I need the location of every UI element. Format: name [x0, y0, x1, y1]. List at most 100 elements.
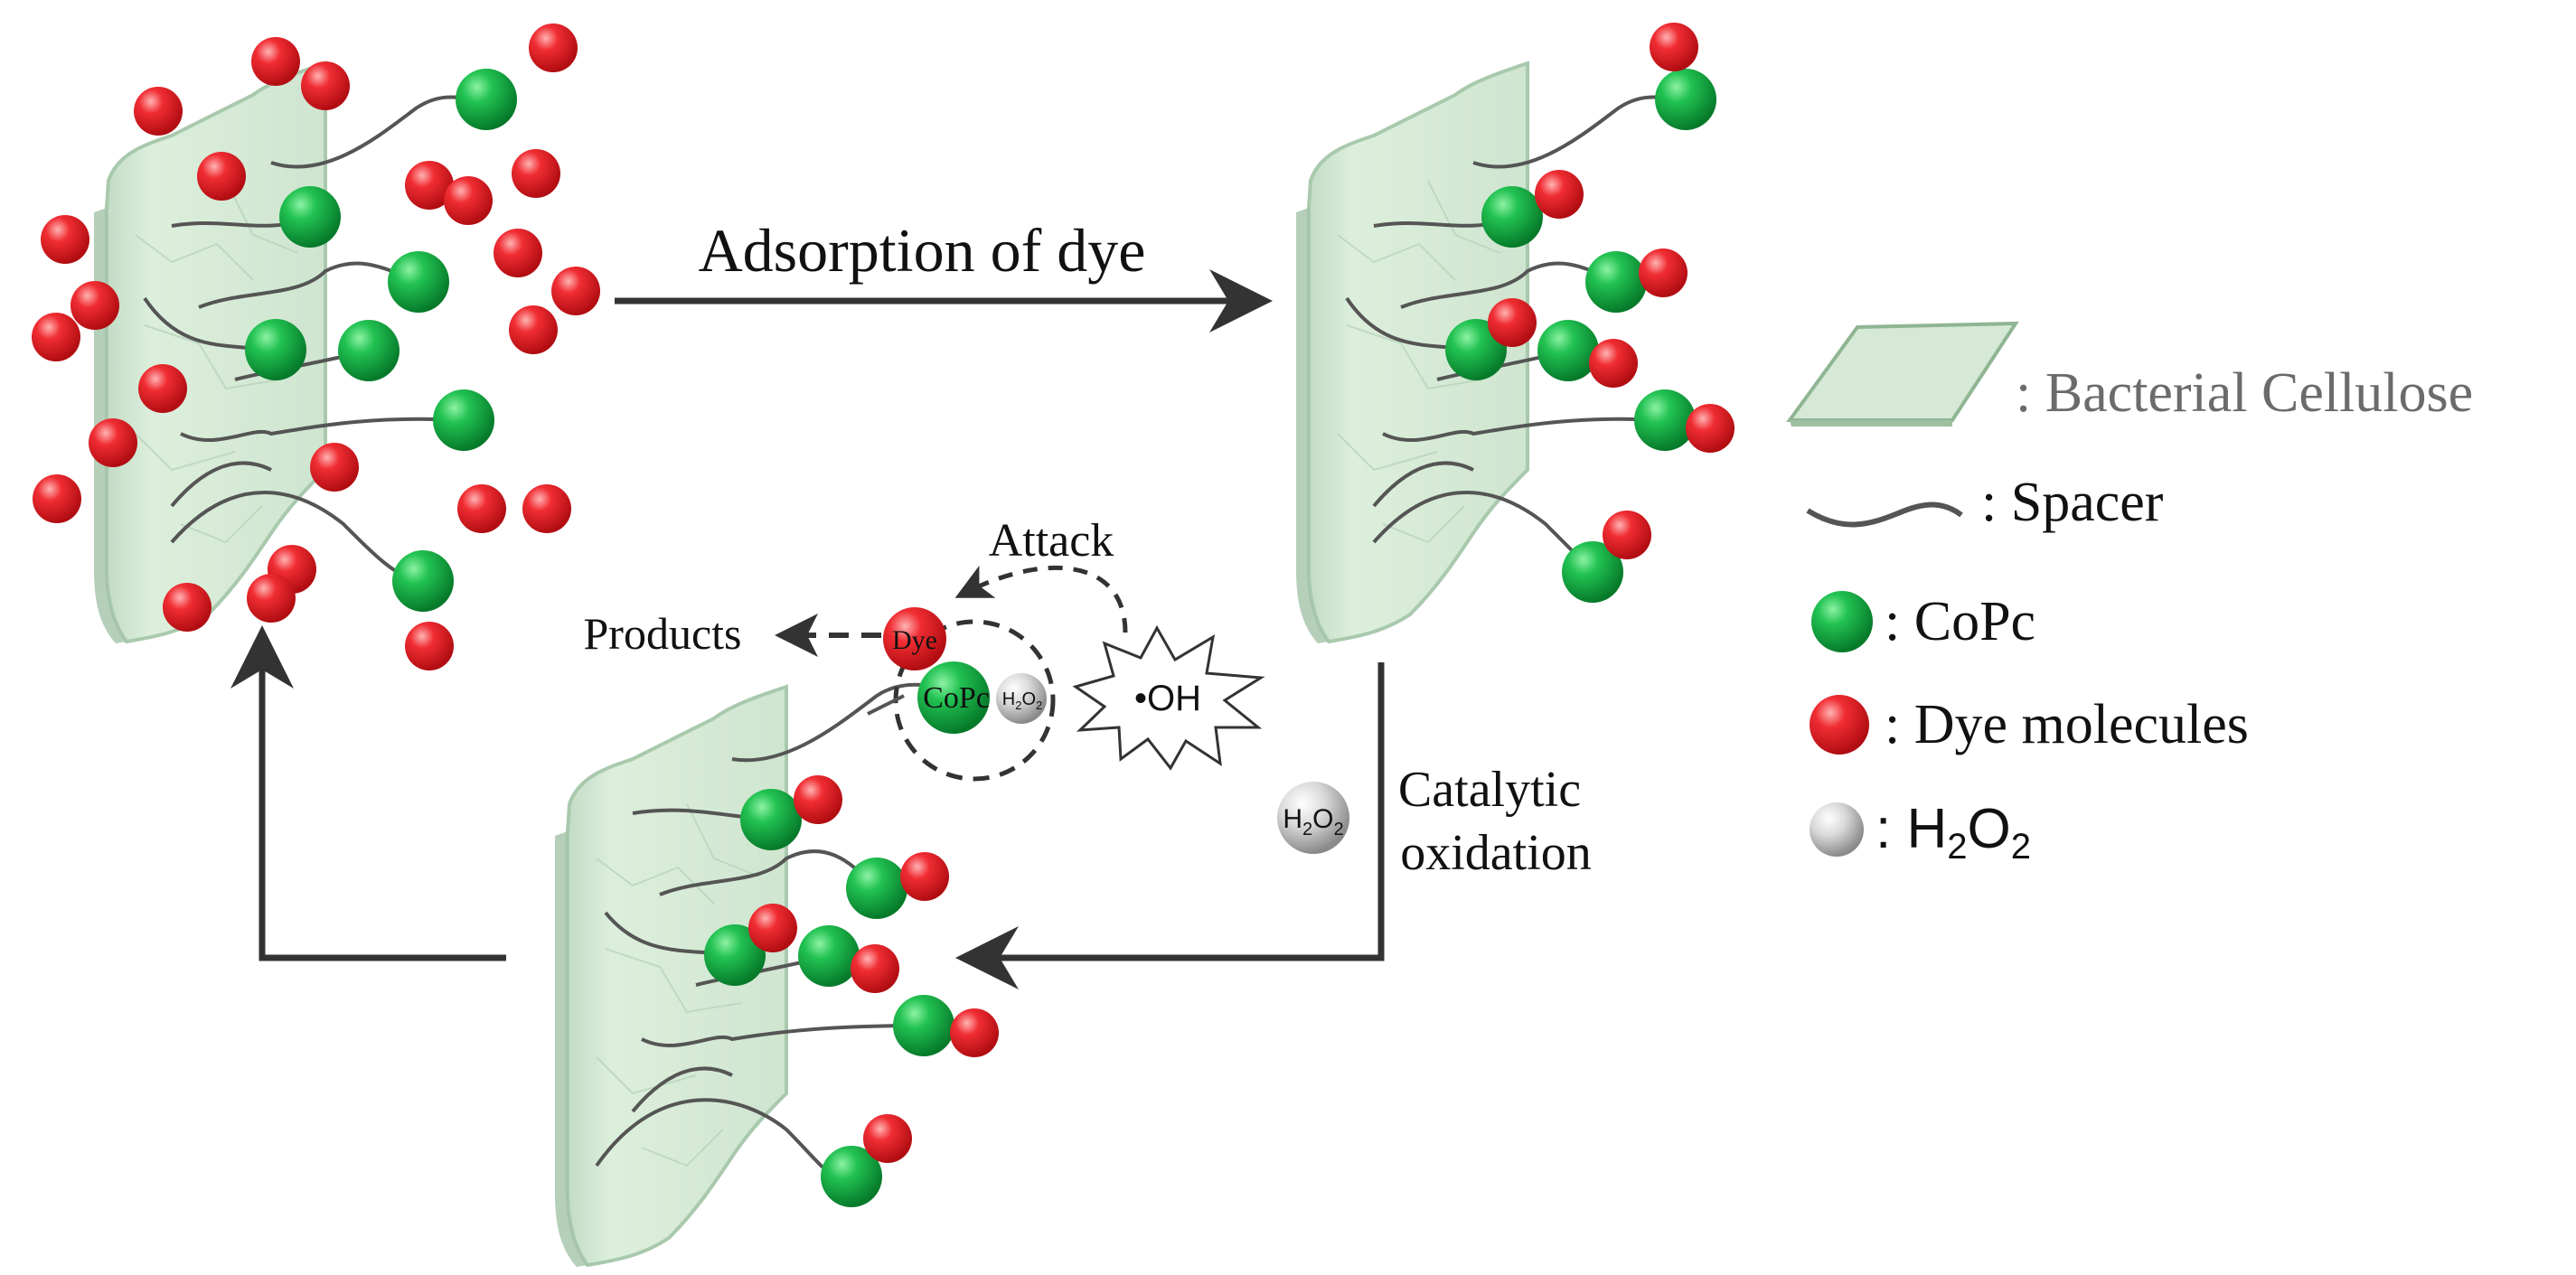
- dye-sphere: [444, 176, 493, 225]
- dye-group-3: [748, 775, 999, 1163]
- copc-sphere: [1655, 69, 1716, 130]
- copc-sphere: [392, 550, 454, 612]
- dye-sphere: [522, 484, 571, 533]
- copc-sphere-active: [917, 661, 990, 734]
- h2o2-tag: H2O2: [1002, 689, 1042, 712]
- dye-sphere: [494, 229, 542, 277]
- dye-sphere: [163, 583, 212, 632]
- dye-sphere: [1650, 23, 1698, 71]
- legend-label: : CoPc: [1885, 591, 2035, 652]
- dye-sphere: [310, 443, 359, 492]
- dye-sphere: [900, 852, 949, 901]
- dye-sphere-attacked: [883, 607, 946, 670]
- grey-sphere-icon: [1810, 802, 1864, 857]
- copc-sphere: [740, 789, 802, 850]
- legend-label: : Bacterial Cellulose: [2016, 362, 2473, 424]
- dye-tag: Dye: [892, 625, 937, 655]
- legend-label: : Spacer: [1981, 472, 2164, 533]
- dye-sphere: [1603, 511, 1651, 559]
- regeneration-arrow: [230, 625, 506, 961]
- dye-sphere: [851, 944, 899, 993]
- dye-sphere: [134, 87, 183, 136]
- dye-sphere: [41, 215, 89, 264]
- dye-sphere: [512, 149, 560, 198]
- panel-oxidation: [553, 682, 999, 1269]
- copc-sphere: [279, 186, 341, 248]
- dye-sphere: [1535, 170, 1584, 219]
- dye-sphere: [509, 305, 558, 354]
- copc-sphere: [821, 1146, 882, 1207]
- dye-sphere: [32, 313, 80, 361]
- dye-sphere: [1686, 404, 1735, 453]
- catalytic-oxidation-arrow: Catalytic oxidation H2O2: [955, 662, 1592, 989]
- dye-group-1: [32, 23, 600, 670]
- adsorption-arrow: Adsorption of dye: [615, 216, 1273, 333]
- copc-sphere: [245, 319, 306, 380]
- dye-sphere: [950, 1008, 999, 1057]
- panel-initial: [32, 23, 600, 670]
- copc-sphere: [1634, 389, 1696, 451]
- copc-sphere: [846, 858, 907, 919]
- copc-group-1: [245, 69, 517, 612]
- legend: : Bacterial Cellulose : Spacer : CoPc : …: [1786, 321, 2473, 867]
- products-label: Products: [584, 608, 742, 659]
- dye-sphere: [197, 152, 246, 201]
- dye-sphere: [71, 281, 119, 330]
- adsorption-label: Adsorption of dye: [699, 216, 1146, 285]
- dye-sphere: [748, 904, 797, 952]
- copc-sphere: [704, 924, 766, 986]
- h2o2-bubble-label: H2O2: [1283, 804, 1343, 839]
- legend-label: : H2O2: [1876, 798, 2031, 867]
- dye-sphere: [1488, 298, 1537, 347]
- legend-item-dye-molecules: : Dye molecules: [1810, 694, 2249, 755]
- spacer-line-icon: [1806, 502, 1963, 528]
- dye-sphere: [529, 23, 578, 72]
- dye-sphere: [457, 484, 506, 533]
- reaction-detail: CoPc H2O2 Dye Products Attack •OH: [584, 515, 1265, 782]
- cellulose-sheet-icon: [1786, 321, 2019, 422]
- copc-sphere: [1481, 186, 1543, 248]
- h2o2-sphere-active: [996, 673, 1047, 724]
- copc-sphere: [388, 251, 449, 313]
- oh-radical-burst: [1072, 624, 1265, 771]
- dye-sphere: [1639, 248, 1688, 297]
- dye-sphere: [794, 775, 842, 824]
- green-sphere-icon: [1811, 591, 1873, 652]
- copc-sphere: [1585, 251, 1647, 313]
- catalytic-label-line1: Catalytic: [1398, 762, 1581, 818]
- dye-sphere: [405, 622, 454, 670]
- oh-radical-label: •OH: [1134, 679, 1201, 718]
- dye-sphere: [1589, 339, 1638, 388]
- panel-adsorbed: [1294, 23, 1735, 645]
- h2o2-bubble: H2O2: [1277, 782, 1349, 854]
- dye-sphere: [138, 364, 187, 413]
- attack-arrow: [954, 565, 1128, 633]
- spacers-3: [595, 682, 954, 1180]
- legend-label: : Dye molecules: [1885, 694, 2249, 755]
- dye-group-2: [1488, 23, 1735, 559]
- dye-sphere: [33, 474, 81, 523]
- attack-label: Attack: [989, 515, 1114, 567]
- catalytic-label-line2: oxidation: [1400, 825, 1592, 881]
- dye-sphere: [863, 1114, 912, 1163]
- copc-sphere: [433, 389, 494, 451]
- copc-tag: CoPc: [923, 681, 990, 715]
- copc-sphere: [1562, 541, 1623, 603]
- dye-sphere: [247, 574, 296, 623]
- copc-sphere: [1537, 320, 1599, 381]
- legend-item-bacterial-cellulose: : Bacterial Cellulose: [1786, 321, 2473, 427]
- dye-sphere: [89, 418, 137, 467]
- legend-item-h2o2: : H2O2: [1810, 798, 2031, 867]
- legend-item-copc: : CoPc: [1811, 591, 2035, 652]
- dye-sphere: [301, 61, 350, 110]
- legend-item-spacer: : Spacer: [1806, 472, 2164, 533]
- dye-sphere: [405, 161, 454, 210]
- copc-sphere: [338, 320, 400, 381]
- copc-sphere: [798, 925, 860, 987]
- copc-sphere: [893, 995, 954, 1056]
- dye-sphere: [551, 267, 600, 315]
- h2o2-sphere: [1277, 782, 1349, 854]
- copc-group-3: [704, 789, 954, 1207]
